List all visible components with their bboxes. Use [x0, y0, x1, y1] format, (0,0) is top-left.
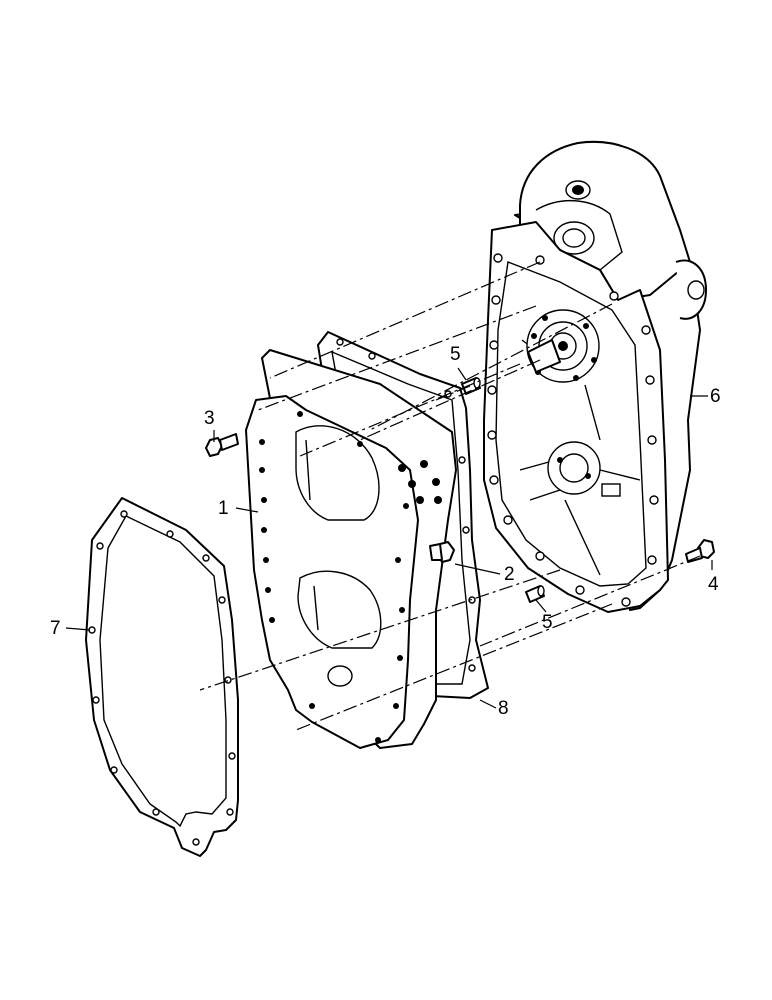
callout-7: 7	[50, 618, 61, 639]
callout-4: 4	[708, 574, 719, 595]
gasket-part-7	[85, 497, 239, 857]
dowel-pin-part-5-lower	[525, 585, 545, 603]
callout-3: 3	[204, 408, 215, 429]
callout-5-upper: 5	[450, 344, 461, 365]
callout-1: 1	[218, 498, 229, 519]
bolt-part-2	[429, 541, 455, 563]
dowel-pin-part-5-upper	[461, 377, 481, 395]
callouts: 1 2 3 4 5 5 6 7 8	[50, 344, 721, 719]
callout-5-lower: 5	[542, 612, 553, 633]
alignment-lines	[199, 261, 701, 731]
housing-part-6	[483, 140, 707, 613]
callout-6: 6	[710, 386, 721, 407]
callout-8: 8	[498, 698, 509, 719]
bolt-part-4	[685, 539, 715, 563]
callout-2: 2	[504, 564, 515, 585]
bolt-part-3	[205, 433, 239, 457]
